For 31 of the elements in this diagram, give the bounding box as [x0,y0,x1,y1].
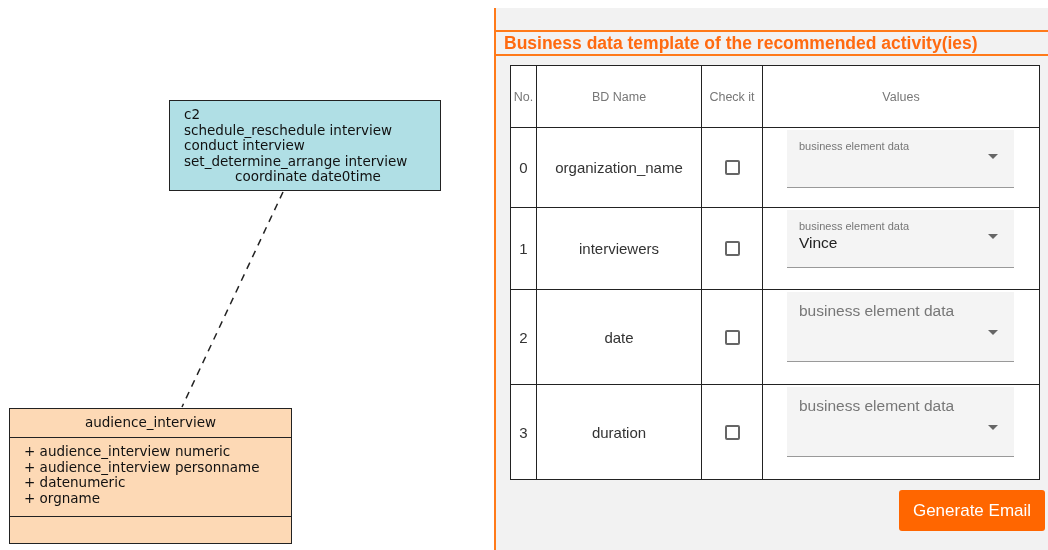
note-box [169,100,441,191]
bd-name: interviewers [579,240,659,257]
row-number: 2 [519,328,528,346]
note-line: conduct interview [184,138,305,154]
row-number: 0 [519,159,528,176]
select-field: business element data Vince [787,210,1014,268]
generate-email-button: Generate Email [899,490,1045,531]
bd-name: duration [591,423,647,441]
select-field: business element data [787,387,1014,457]
panel-title: Business data template of the recommended activity(ies) [503,32,978,54]
class-attribute: + audience_interview numeric [24,444,232,460]
select-field: business element data [787,292,1014,362]
select-field: business element data [787,130,1014,188]
class-attribute: + audience_interview personname [24,459,261,475]
column-header: No. [513,89,534,104]
bd-name: organization_name [555,159,683,176]
column-header: Check it [709,89,755,104]
column-header: Values [882,89,920,104]
class-attribute: + datenumeric [24,475,126,491]
note-line: c2 [184,107,201,123]
dashed-connector [181,191,284,408]
row-number: 1 [519,240,528,257]
row-number: 3 [519,423,528,441]
note-line: set_determine_arrange interview [184,153,409,169]
note-line: coordinate date0time [235,169,382,185]
class-attribute: + orgname [24,490,102,506]
note-line: schedule_reschedule interview [184,122,394,138]
column-header: BD Name [591,89,647,104]
bd-name: date [604,328,634,346]
class-name: audience_interview [84,415,216,431]
class-box [9,408,292,544]
